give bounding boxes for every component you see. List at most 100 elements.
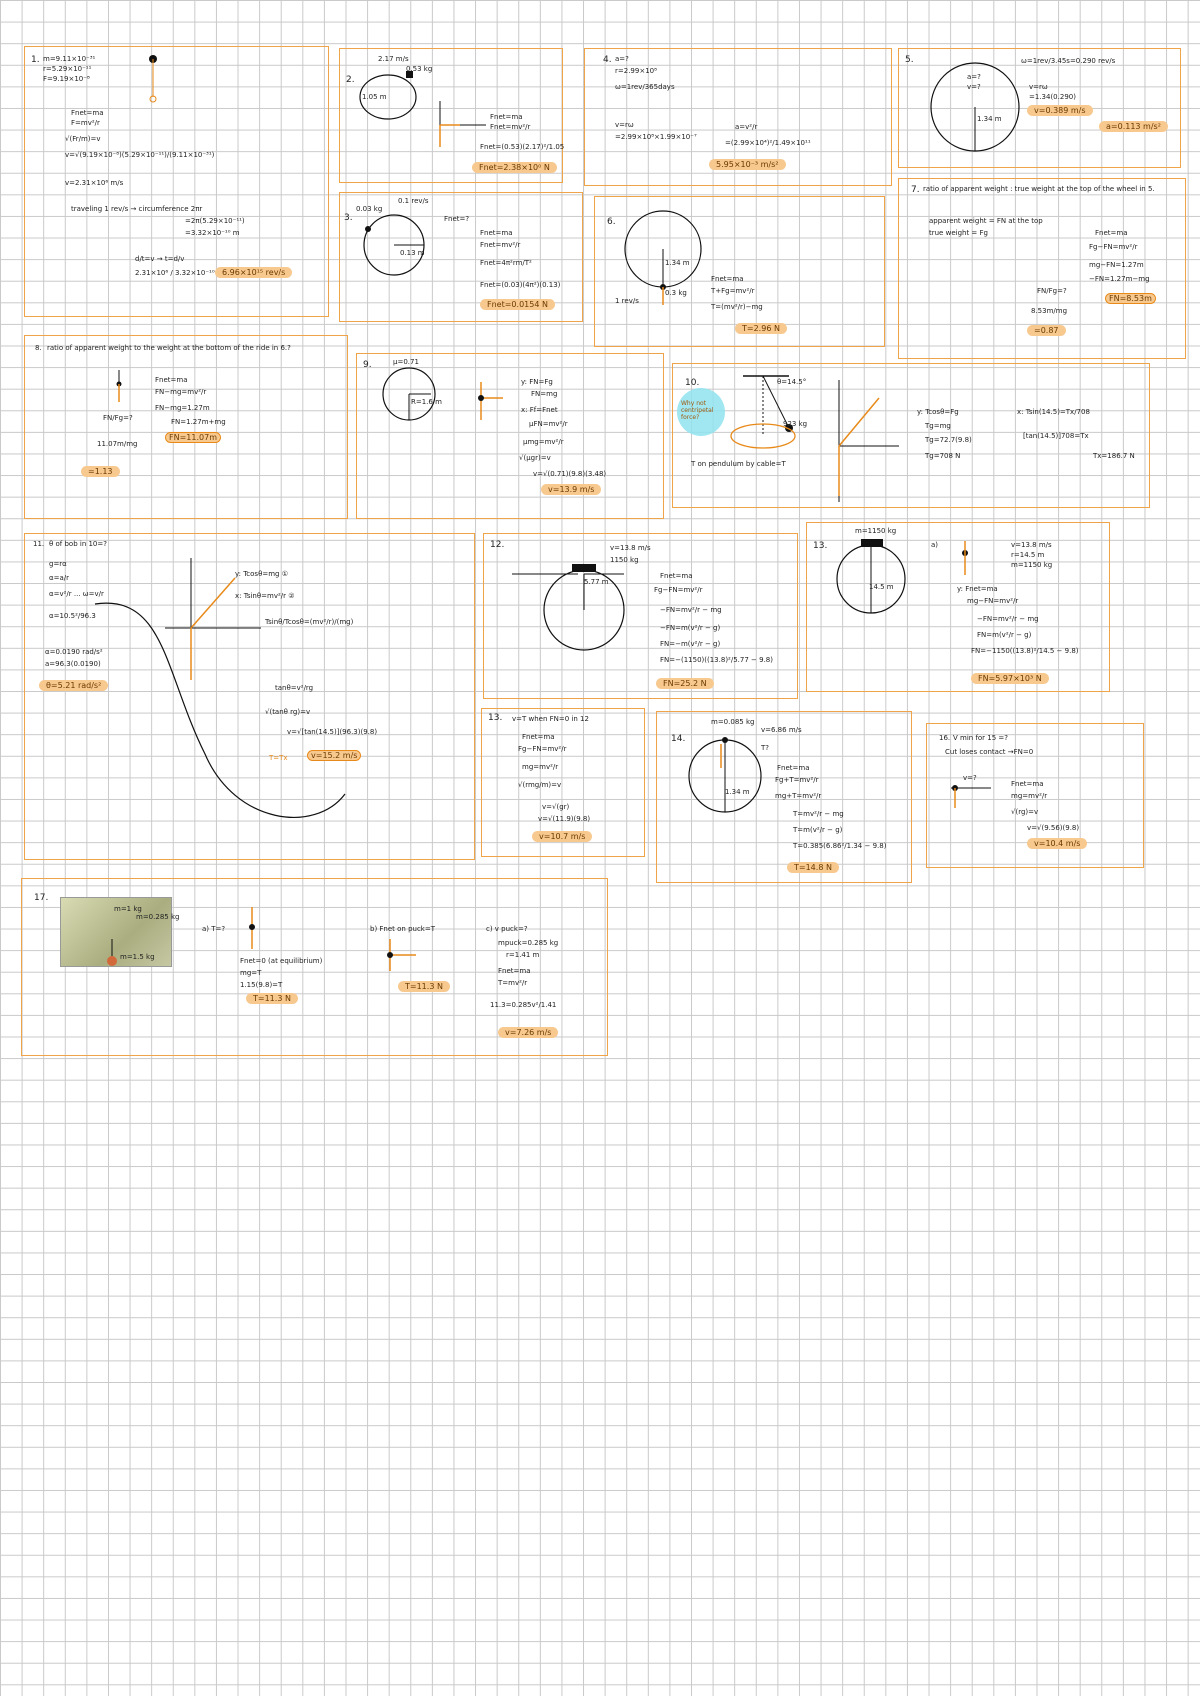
problem-17-number: 17. [34,893,49,903]
problem-17-line: Fnet=ma [498,967,531,975]
problem-7-line: 8.53m/mg [1031,307,1068,315]
problem-9-answer: v=13.9 m/s [541,484,602,495]
problem-8-line: FN=1.27m+mg [171,418,226,426]
problem-2-line: 0.53 kg [406,65,433,73]
problem-11-line: √(tanθ rg)=v [265,708,311,716]
problem-13a-line: y: Fnet=ma [957,585,998,593]
problem-8-line: FN−mg=mv²/r [155,388,207,396]
problem-11-box: 11. θ of bob in 10=? g=rα α=a/r α=v²/r .… [24,533,475,860]
problem-10-line: y: Tcosθ=Fg [917,408,959,416]
problem-2-box: 2. 2.17 m/s 0.53 kg 1.05 m Fnet=ma Fnet=… [339,48,565,183]
problem-10-line: x: Tsin(14.5)=Tx/708 [1017,408,1090,416]
problem-11-line: α=a/r [49,574,70,582]
problem-5-number: 5. [905,55,914,65]
problem-4-line: r=2.99×10⁸ [615,67,657,75]
problem-12-line: v=13.8 m/s [610,544,651,552]
problem-13b-line: v=T when FN=0 in 12 [512,715,589,723]
problem-4-line: a=? [615,55,629,63]
problem-13b-number: 13. [488,713,503,723]
problem-17-line: a) T=? [202,925,226,933]
problem-16-line: V min for 15 =? [953,734,1009,742]
circle-diagram [382,367,436,421]
circle-diagram [624,210,702,305]
problem-3-line: Fnet=(0.03)(4π²)(0.13) [480,281,561,289]
problem-1-line: √(Fr/m)=v [65,135,101,143]
problem-7-line: mg−FN=1.27m [1089,261,1144,269]
problem-17-line: T=mv²/r [498,979,528,987]
problem-17-line: 1.15(9.8)=T [240,981,283,989]
loop-diagram [688,737,762,813]
problem-1-line: d/t=v → t=d/v [135,255,185,263]
problem-14-answer: T=14.8 N [787,862,839,873]
problem-3-number: 3. [344,213,353,223]
problem-14-number: 14. [671,734,686,744]
problem-1-line: =3.32×10⁻¹⁰ m [185,229,240,237]
problem-8-answer-fn: FN=11.07m [165,432,221,443]
problem-14-line: T=mv²/r − mg [793,810,844,818]
problem-10-box: 10. Why not centripetal force? θ=14.5° 9… [672,363,1150,508]
pendulum-diagram [730,375,796,449]
problem-10-line: Tg=mg [925,422,951,430]
problem-5-line: v=? [967,83,981,91]
problem-6-line: 1 rev/s [615,297,639,305]
problem-3-line: Fnet=4π²rm/T² [480,259,532,267]
highlighted-note [677,388,725,436]
problem-6-number: 6. [607,217,616,227]
force-diagram [951,785,991,808]
problem-4-line: =(2.99×10⁴)²/1.49×10¹¹ [725,139,811,147]
problem-17-line: c) v puck=? [486,925,528,933]
problem-17-line: mg=T [240,969,262,977]
problem-16-line: mg=mv²/r [1011,792,1048,800]
problem-10-line: Tg=708 N [925,452,961,460]
problem-3-answer: Fnet=0.0154 N [480,299,555,310]
problem-13b-line: v=√(gr) [542,803,570,811]
problem-12-line: FN=−m(v²/r − g) [660,640,721,648]
problem-7-answer-fn: FN=8.53m [1105,293,1156,304]
problem-7-line: −FN=1.27m−mg [1089,275,1150,283]
problem-11-line: T=Tx [269,754,288,762]
problem-13b-line: √(rmg/m)=v [518,781,562,789]
problem-16-line: Fnet=ma [1011,780,1044,788]
problem-11-number: 11. [33,540,45,548]
problem-10-line: [tan(14.5)]708=Tx [1023,432,1089,440]
problem-6-line: T+Fg=mv²/r [711,287,755,295]
problem-17-line: m=1 kg [114,905,142,913]
problem-5-line: ω=1rev/3.45s=0.290 rev/s [1021,57,1116,65]
problem-12-line: Fg−FN=mv²/r [654,586,703,594]
problem-14-line: Fnet=ma [777,764,810,772]
problem-12-line: −FN=mv²/r − mg [660,606,722,614]
problem-14-line: Fg+T=mv²/r [775,776,819,784]
problem-12-number: 12. [490,540,505,550]
problem-17-answer-a: T=11.3 N [246,993,298,1004]
circle-diagram [363,214,425,276]
problem-11-line: tanθ=v²/rg [275,684,314,692]
problem-2-line: Fnet=(0.53)(2.17)²/1.05 [480,143,565,151]
problem-16-answer: v=10.4 m/s [1027,838,1088,849]
problem-16-line: Cut loses contact →FN=0 [945,748,1034,756]
problem-13a-answer: FN=5.97×10³ N [971,673,1049,684]
problem-13a-line: FN=−1150((13.8)²/14.5 − 9.8) [971,647,1079,655]
problem-5-line: a=? [967,73,981,81]
problem-8-line: Fnet=ma [155,376,188,384]
problem-1-number: 1. [31,55,40,65]
problem-4-box: 4. a=? r=2.99×10⁸ ω=1rev/365days v=rω =2… [584,48,892,186]
problem-11-line: α=10.5²/96.3 [49,612,96,620]
problem-13b-line: v=√(11.9)(9.8) [538,815,591,823]
problem-14-line: v=6.86 m/s [761,726,802,734]
problem-9-line: y: FN=Fg [521,378,553,386]
problem-3-line: 0.1 rev/s [398,197,429,205]
problem-7-line: true weight = Fg [929,229,988,237]
problem-14-line: T=0.385(6.86²/1.34 − 9.8) [793,842,887,850]
problem-14-line: T? [761,744,769,752]
problem-1-line: 2.31×10⁶ / 3.32×10⁻¹⁰ [135,269,215,277]
problem-1-line: m=9.11×10⁻³¹ [43,55,96,63]
problem-12-box: 12. v=13.8 m/s 1150 kg 5.77 m Fnet=ma Fg… [483,533,798,699]
problem-7-line: FN/Fg=? [1037,287,1067,295]
problem-13a-line: −FN=mv²/r − mg [977,615,1039,623]
problem-2-answer: Fnet=2.38×10⁰ N [472,162,557,173]
problem-1-box: 1. m=9.11×10⁻³¹ r=5.29×10⁻¹¹ F=9.19×10⁻⁸… [24,46,329,317]
problem-14-line: T=m(v²/r − g) [793,826,843,834]
problem-10-line: T on pendulum by cable=T [691,460,786,468]
problem-4-number: 4. [603,55,612,65]
problem-17-answer-b: T=11.3 N [398,981,450,992]
